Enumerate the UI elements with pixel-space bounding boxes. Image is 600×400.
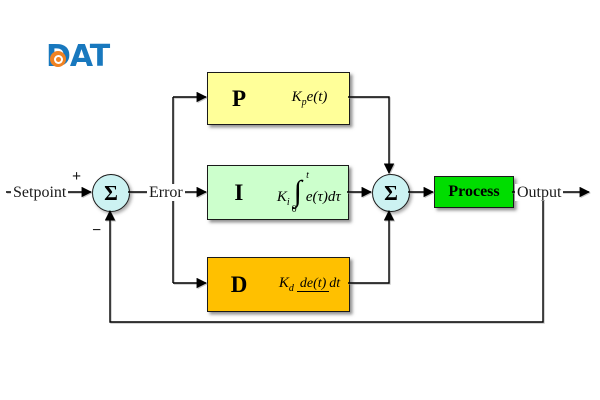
p-output-line	[348, 96, 395, 175]
output-label: Output	[515, 184, 564, 201]
proportional-block: P Kpe(t)	[207, 72, 350, 125]
logo-target-icon	[50, 51, 66, 67]
derivative-fraction: de(t)dt	[296, 275, 340, 292]
i-block-letter: I	[234, 179, 244, 205]
error-label: Error	[147, 184, 185, 201]
setpoint-label: Setpoint	[11, 184, 69, 201]
feedback-line	[104, 192, 544, 323]
p-block-formula: Kpe(t)	[291, 89, 328, 108]
d-output-line	[348, 209, 395, 284]
d-block-letter: D	[230, 271, 248, 297]
p-block-letter: P	[231, 85, 247, 111]
summing-junction-left: Σ	[92, 174, 130, 212]
process-label: Process	[448, 183, 500, 200]
dat-logo: DAT	[46, 42, 136, 76]
sigma-symbol: Σ	[104, 180, 118, 205]
minus-sign: −	[92, 222, 102, 239]
process-block: Process	[434, 176, 514, 208]
plus-sign: +	[72, 168, 82, 185]
sigma-symbol: Σ	[384, 180, 398, 205]
